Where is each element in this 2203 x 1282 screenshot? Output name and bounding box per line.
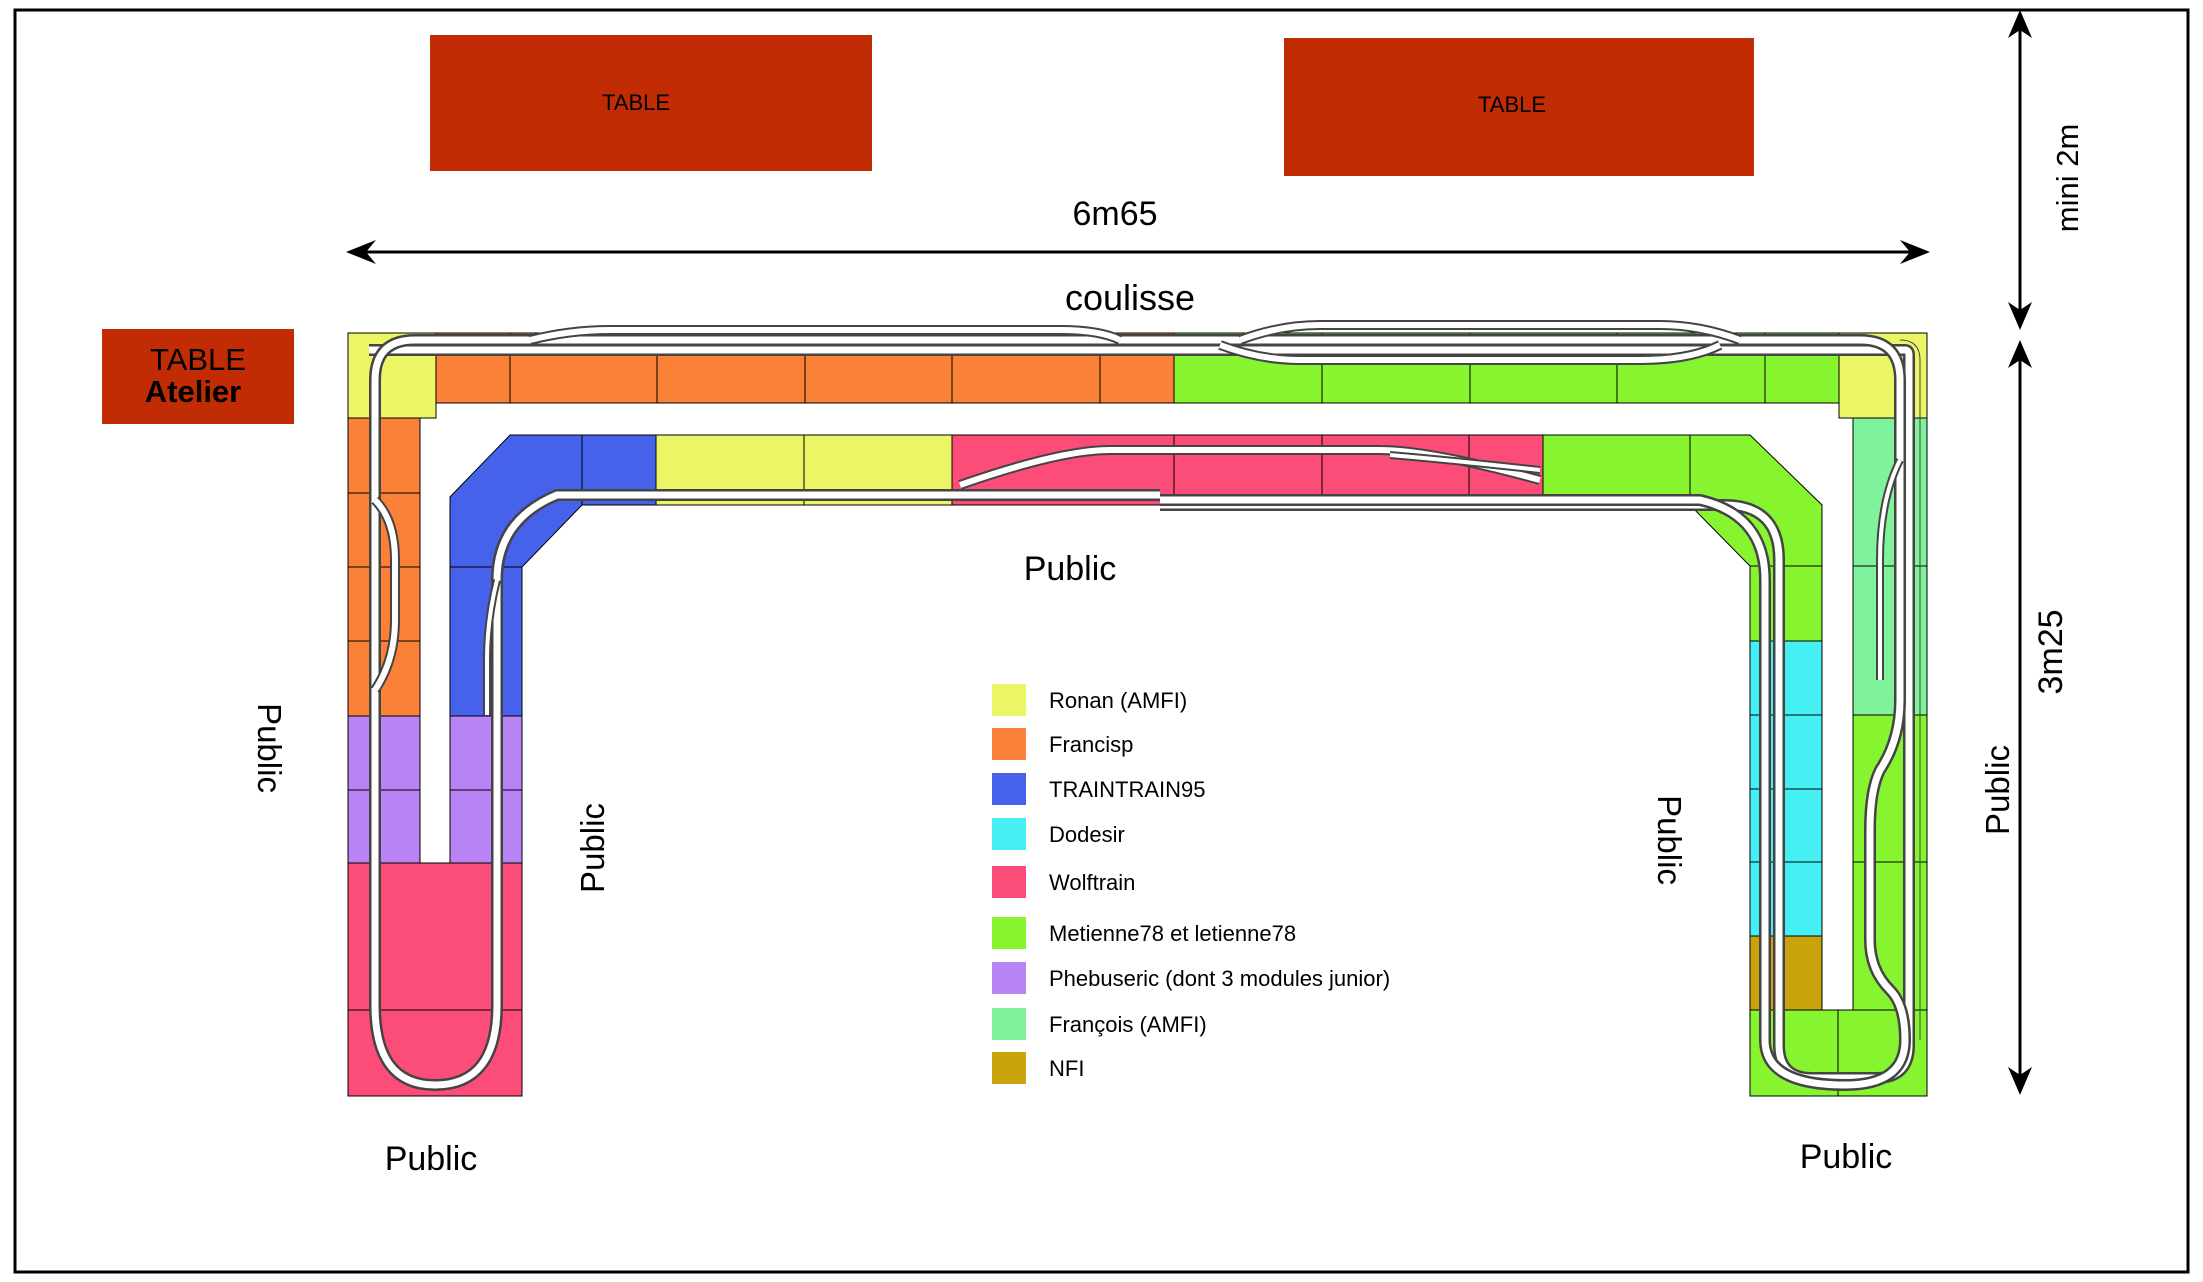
legend-label: Francisp xyxy=(1049,732,1133,757)
legend-label: NFI xyxy=(1049,1056,1084,1081)
legend-label: Ronan (AMFI) xyxy=(1049,688,1187,713)
legend-swatch xyxy=(992,1008,1026,1040)
legend-label: Phebuseric (dont 3 modules junior) xyxy=(1049,966,1390,991)
public-label-center: Public xyxy=(1024,550,1117,588)
legend-swatch xyxy=(992,917,1026,949)
table-label-2: TABLE xyxy=(1478,92,1546,117)
public-label-left-outer: Public xyxy=(251,703,288,793)
depth-label: mini 2m xyxy=(2050,124,2085,233)
legend-label: François (AMFI) xyxy=(1049,1012,1207,1037)
track-outer-loop xyxy=(369,320,1921,1092)
legend: Ronan (AMFI) FrancispTRAINTRAIN95DodesirW… xyxy=(992,684,1390,1084)
legend-swatch xyxy=(992,818,1026,850)
depth-arrow xyxy=(2008,10,2032,330)
table-label-1: TABLE xyxy=(602,90,670,115)
table-block-1 xyxy=(430,35,872,171)
coulisse-label: coulisse xyxy=(1065,277,1195,318)
legend-label: Wolftrain xyxy=(1049,870,1135,895)
legend-swatch xyxy=(992,962,1026,994)
public-label-right-inner: Public xyxy=(1651,795,1688,885)
legend-label: Dodesir xyxy=(1049,822,1125,847)
legend-swatch xyxy=(992,728,1026,760)
legend-swatch xyxy=(992,773,1026,805)
table-atelier-line1: TABLE xyxy=(150,342,246,377)
legend-swatch xyxy=(992,866,1026,898)
table-block-2 xyxy=(1284,38,1754,176)
table-atelier-block xyxy=(102,329,294,424)
height-label: 3m25 xyxy=(2032,609,2070,694)
public-label-bottom-right: Public xyxy=(1800,1138,1893,1176)
legend-label: TRAINTRAIN95 xyxy=(1049,777,1205,802)
legend-swatch xyxy=(992,684,1026,716)
height-arrow xyxy=(2008,340,2032,1095)
legend-label: Metienne78 et letienne78 xyxy=(1049,921,1296,946)
width-label: 6m65 xyxy=(1072,195,1157,233)
width-arrow xyxy=(346,240,1930,264)
legend-swatch xyxy=(992,1052,1026,1084)
public-label-bottom-left: Public xyxy=(385,1140,478,1178)
table-atelier-line2: Atelier xyxy=(145,374,241,409)
public-label-left-inner: Public xyxy=(574,803,611,893)
public-label-right-outer: Public xyxy=(1979,745,2016,835)
